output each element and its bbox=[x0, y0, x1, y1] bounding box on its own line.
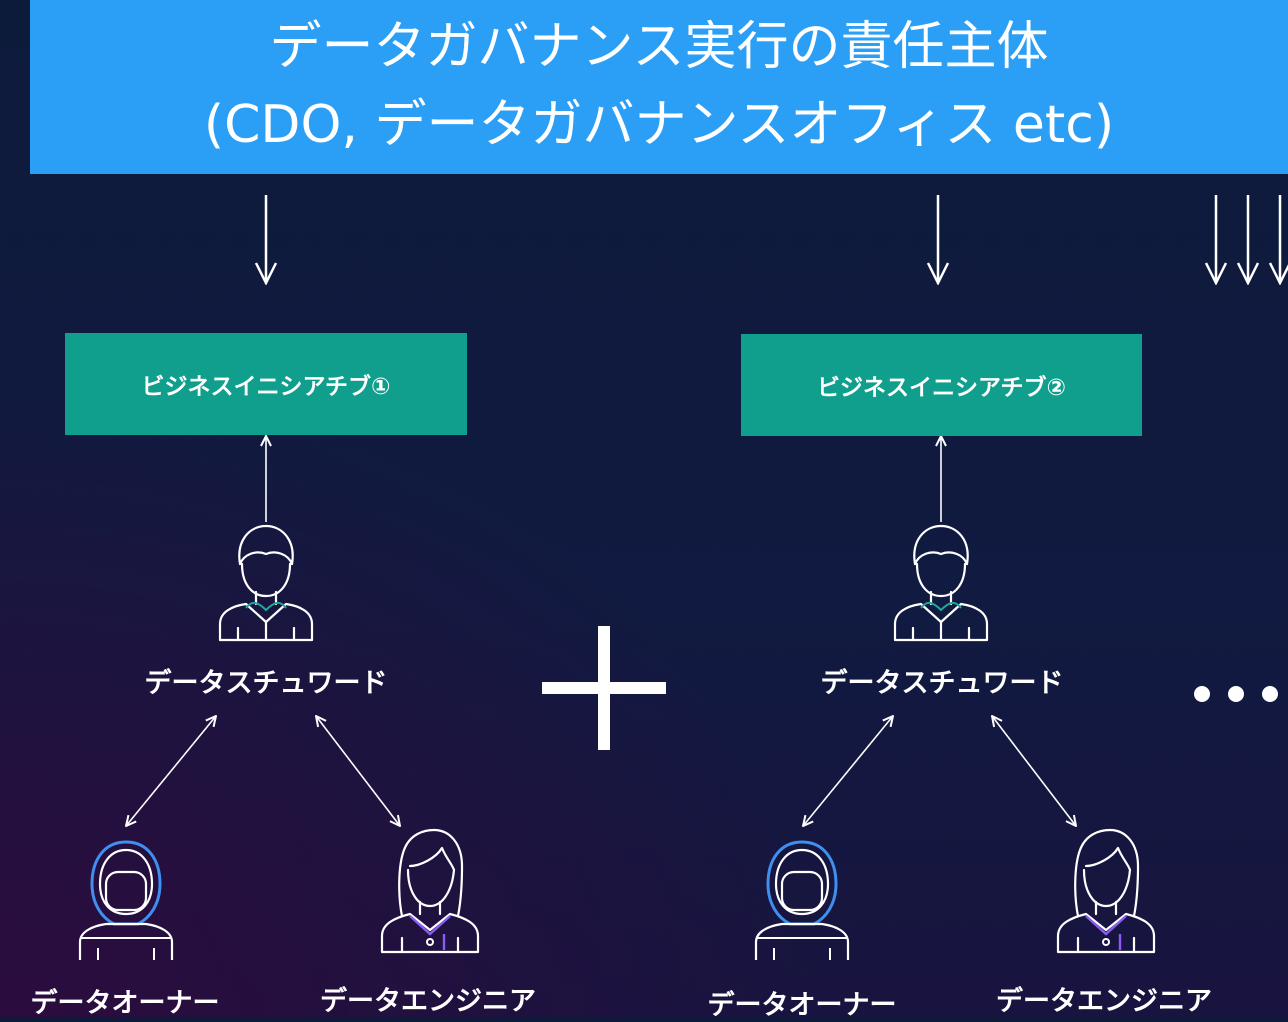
banner-title-line2: (CDO, データガバナンスオフィス etc) bbox=[203, 95, 1115, 155]
person-female-icon bbox=[380, 828, 480, 954]
engineer-label-1: データエンジニア bbox=[320, 986, 536, 1017]
initiative-box-1: ビジネスイニシアチブ① bbox=[65, 333, 467, 435]
ellipsis-icon bbox=[1194, 686, 1278, 702]
owner-label-1: データオーナー bbox=[30, 988, 220, 1019]
steward-label-2: データスチュワード bbox=[820, 668, 1064, 699]
person-hijab-icon bbox=[78, 840, 174, 960]
person-steward-icon bbox=[218, 524, 314, 642]
arrow-steward-owner-2 bbox=[803, 716, 893, 826]
engineer-label-2: データエンジニア bbox=[996, 986, 1212, 1017]
arrow-steward-engineer-2 bbox=[992, 716, 1076, 826]
plus-icon bbox=[542, 626, 666, 750]
steward-label-1: データスチュワード bbox=[144, 668, 388, 699]
person-steward-icon bbox=[893, 524, 989, 642]
person-female-icon bbox=[1056, 828, 1156, 954]
person-hijab-icon bbox=[754, 840, 850, 960]
banner-title-line1: データガバナンス実行の責任主体 bbox=[269, 17, 1049, 77]
arrow-steward-owner-1 bbox=[126, 716, 216, 826]
owner-label-2: データオーナー bbox=[707, 990, 897, 1021]
responsible-entity-banner: データガバナンス実行の責任主体 (CDO, データガバナンスオフィス etc) bbox=[30, 0, 1288, 174]
arrow-steward-engineer-1 bbox=[316, 716, 400, 826]
initiative-box-2: ビジネスイニシアチブ② bbox=[741, 334, 1142, 436]
